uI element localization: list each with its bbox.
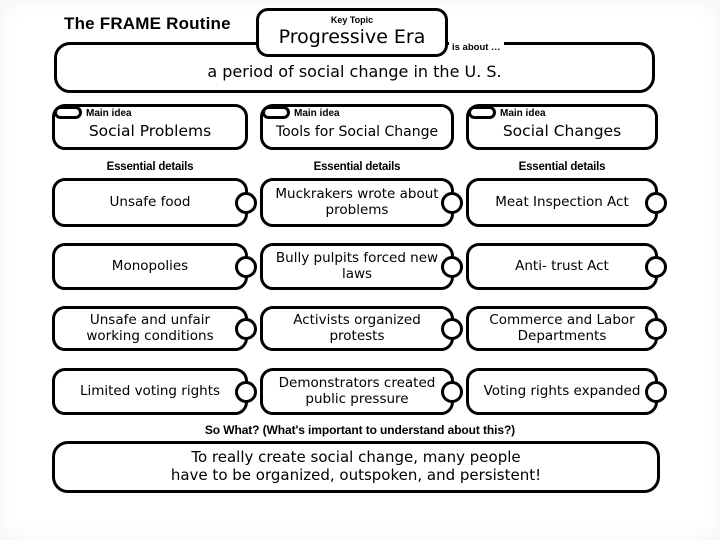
key-topic-box: Key Topic Progressive Era — [256, 8, 448, 57]
conclusion-box: To really create social change, many peo… — [52, 441, 660, 493]
detail-text: Anti- trust Act — [515, 257, 609, 274]
key-topic-label: Key Topic — [330, 15, 374, 25]
detail-text: Limited voting rights — [79, 382, 221, 399]
essential-details-label: Essential details — [518, 161, 606, 173]
essential-details-label: Essential details — [313, 161, 401, 173]
column-social-problems: Main idea Social Problems Essential deta… — [52, 104, 257, 416]
main-idea-box: Main idea Social Problems — [52, 104, 248, 150]
connector-circle-icon — [441, 317, 463, 340]
essential-details-label: Essential details — [106, 161, 194, 173]
detail-text: Meat Inspection Act — [495, 193, 629, 210]
detail-box: Anti- trust Act — [466, 243, 667, 290]
detail-box: Muckrakers wrote about problems — [260, 178, 463, 227]
detail-box: Meat Inspection Act — [466, 178, 667, 227]
detail-box: Voting rights expanded — [466, 368, 667, 415]
page-title: The FRAME Routine — [64, 14, 231, 33]
is-about-label: is about … — [449, 42, 504, 53]
so-what-label: So What? (What's important to understand… — [204, 423, 516, 437]
detail-text: Activists organized protests — [293, 312, 421, 344]
detail-text: Unsafe and unfair working conditions — [86, 312, 214, 344]
column-tools-for-social-change: Main idea Tools for Social Change Essent… — [260, 104, 463, 416]
detail-text: Commerce and Labor Departments — [489, 312, 635, 344]
detail-box: Unsafe food — [52, 178, 257, 227]
oval-marker-icon — [262, 106, 290, 119]
detail-text: Demonstrators created public pressure — [278, 375, 436, 407]
detail-text: Voting rights expanded — [483, 382, 641, 399]
connector-circle-icon — [645, 380, 667, 403]
connector-circle-icon — [645, 191, 667, 214]
main-idea-label: Main idea — [86, 108, 132, 119]
connector-circle-icon — [235, 191, 257, 214]
oval-marker-icon — [468, 106, 496, 119]
detail-box: Commerce and Labor Departments — [466, 306, 667, 351]
detail-box: Bully pulpits forced new laws — [260, 243, 463, 290]
connector-circle-icon — [235, 255, 257, 278]
detail-text: Bully pulpits forced new laws — [275, 250, 439, 282]
main-idea-box: Main idea Social Changes — [466, 104, 658, 150]
main-idea-box: Main idea Tools for Social Change — [260, 104, 454, 150]
main-idea-title: Tools for Social Change — [275, 124, 439, 140]
main-idea-label: Main idea — [294, 108, 340, 119]
column-social-changes: Main idea Social Changes Essential detai… — [466, 104, 667, 416]
detail-box: Unsafe and unfair working conditions — [52, 306, 257, 351]
connector-circle-icon — [235, 317, 257, 340]
oval-marker-icon — [54, 106, 82, 119]
detail-box: Monopolies — [52, 243, 257, 290]
connector-circle-icon — [441, 255, 463, 278]
detail-box: Activists organized protests — [260, 306, 463, 351]
connector-circle-icon — [645, 317, 667, 340]
conclusion-line-1: To really create social change, many peo… — [191, 448, 521, 467]
detail-box: Demonstrators created public pressure — [260, 368, 463, 415]
main-idea-title: Social Changes — [502, 122, 622, 140]
connector-circle-icon — [441, 191, 463, 214]
connector-circle-icon — [441, 380, 463, 403]
main-idea-label: Main idea — [500, 108, 546, 119]
main-idea-title: Social Problems — [88, 122, 212, 140]
detail-box: Limited voting rights — [52, 368, 257, 415]
conclusion-line-2: have to be organized, outspoken, and per… — [170, 466, 542, 484]
is-about-text: a period of social change in the U. S. — [207, 62, 502, 81]
connector-circle-icon — [235, 380, 257, 403]
key-topic-value: Progressive Era — [278, 26, 426, 48]
detail-text: Unsafe food — [109, 193, 191, 210]
connector-circle-icon — [645, 255, 667, 278]
detail-text: Monopolies — [111, 257, 189, 274]
detail-text: Muckrakers wrote about problems — [275, 186, 439, 218]
